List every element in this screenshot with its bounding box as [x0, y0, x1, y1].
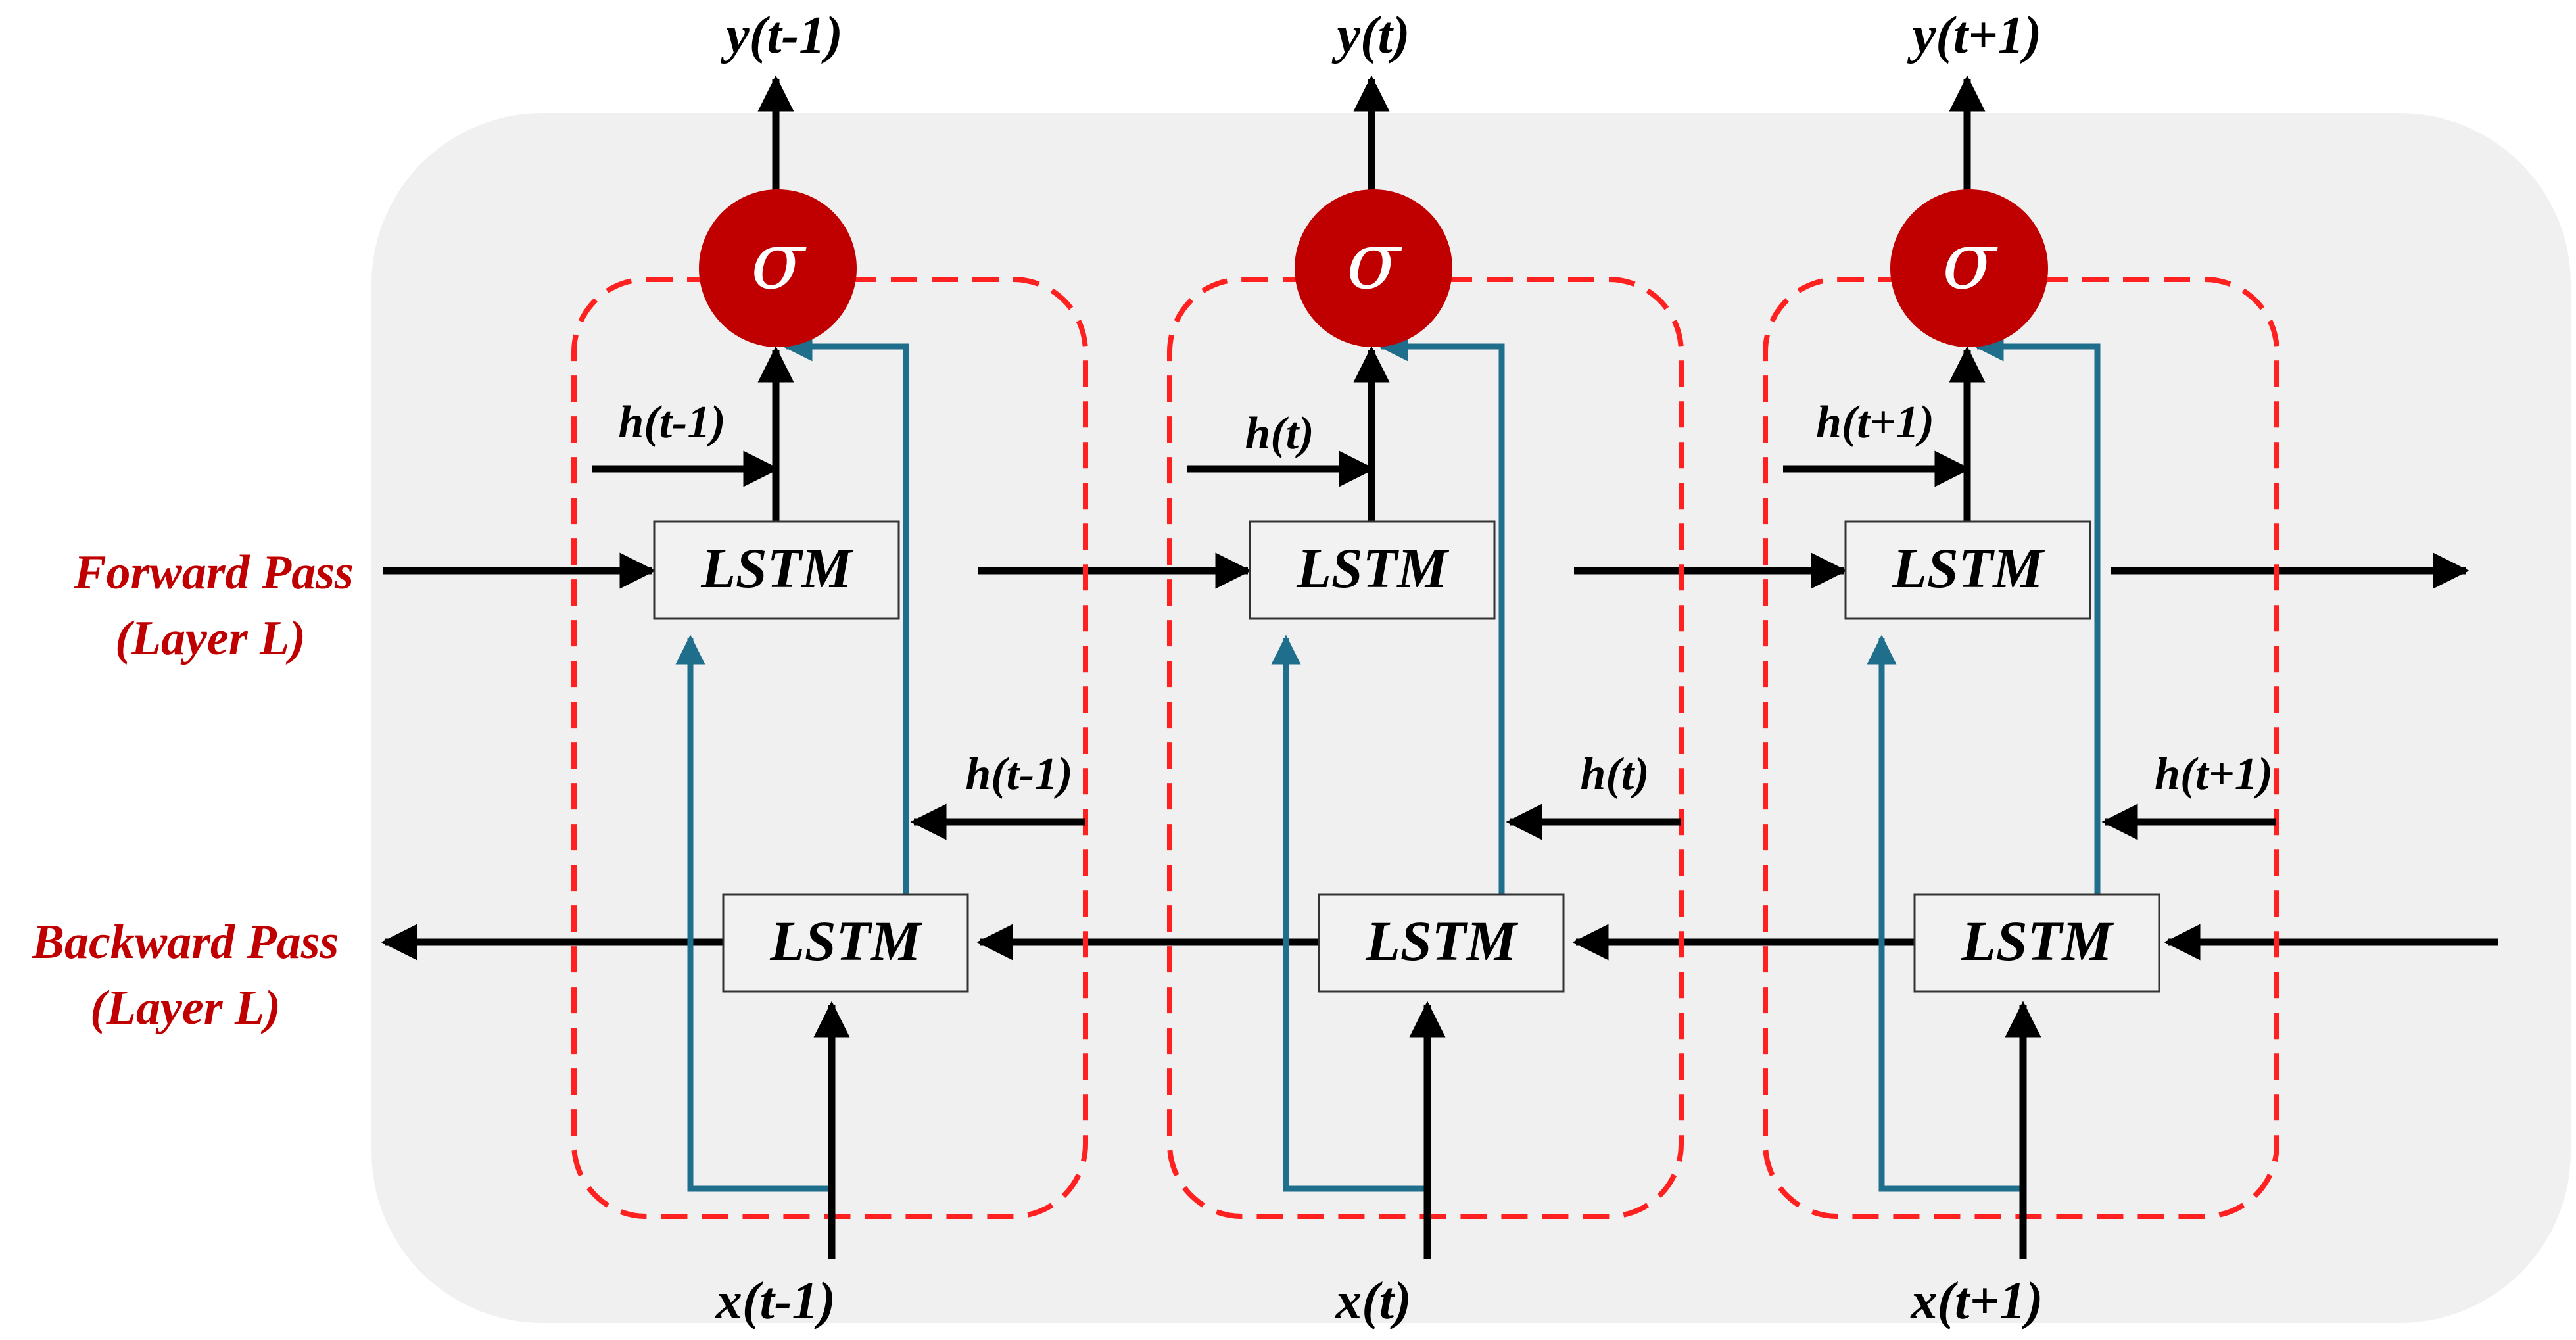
input-to-forward-connection	[1271, 634, 1427, 1192]
forward-lstm-block	[1844, 520, 2091, 620]
output-label: y(t)	[1331, 7, 1410, 64]
backward-lstm-block	[722, 893, 969, 993]
forward-lstm-block	[1249, 520, 1496, 620]
input-to-forward-connection	[1867, 634, 2023, 1192]
backward-to-sigma-connection	[782, 331, 909, 894]
forward-lstm-block	[653, 520, 900, 620]
cell-group: LSTM LSTM σ y(t-1) x(t-1) h(t-1) h(t-1) …	[571, 7, 2279, 1330]
backward-lstm-label: LSTM	[769, 909, 922, 972]
backward-lstm-label: LSTM	[1365, 909, 1518, 972]
backward-hidden-label: h(t-1)	[965, 749, 1072, 800]
sigma-symbol: σ	[1347, 216, 1402, 307]
forward-lstm-label: LSTM	[1296, 537, 1449, 600]
backward-hidden-label: h(t)	[1581, 749, 1650, 800]
input-to-forward-connection	[675, 634, 832, 1192]
backward-to-sigma-connection	[1378, 331, 1505, 894]
forward-lstm-label: LSTM	[1892, 537, 2045, 600]
time-step-cell: LSTM LSTM σ y(t-1) x(t-1) h(t-1) h(t-1)	[571, 7, 1088, 1330]
sigma-node	[1295, 189, 1452, 347]
output-label: y(t-1)	[720, 7, 843, 64]
backward-to-sigma-connection	[1974, 331, 2101, 894]
backward-lstm-block	[1318, 893, 1565, 993]
backward-hidden-label: h(t+1)	[2155, 749, 2273, 800]
forward-pass-label: Forward Pass	[73, 546, 354, 600]
time-step-cell: LSTM LSTM σ y(t) x(t) h(t) h(t)	[1167, 7, 1684, 1330]
sigma-node	[699, 189, 857, 347]
backward-lstm-block	[1913, 893, 2160, 993]
input-label: x(t+1)	[1910, 1272, 2043, 1330]
input-label: x(t)	[1335, 1272, 1412, 1330]
output-label: y(t+1)	[1907, 7, 2042, 64]
backward-pass-layer-label: (Layer L)	[90, 981, 281, 1035]
time-step-cell: LSTM LSTM σ y(t+1) x(t+1) h(t+1) h(t+1)	[1763, 7, 2279, 1330]
backward-pass-label: Backward Pass	[32, 915, 339, 969]
forward-hidden-label: h(t-1)	[618, 397, 725, 448]
input-label: x(t-1)	[715, 1272, 836, 1330]
sigma-symbol: σ	[1942, 216, 1998, 307]
sigma-node	[1890, 189, 2048, 347]
backward-lstm-label: LSTM	[1961, 909, 2114, 972]
background-panel	[371, 113, 2571, 1323]
sigma-symbol: σ	[751, 216, 807, 307]
forward-hidden-label: h(t)	[1245, 408, 1314, 459]
forward-lstm-label: LSTM	[700, 537, 853, 600]
forward-pass-layer-label: (Layer L)	[115, 611, 306, 665]
forward-hidden-label: h(t+1)	[1816, 397, 1934, 448]
